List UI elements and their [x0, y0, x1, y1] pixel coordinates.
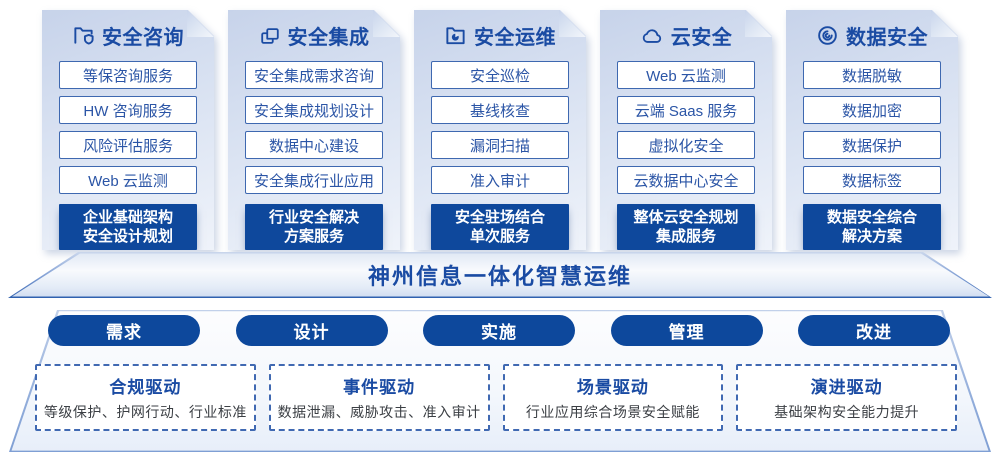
card-header: 数据安全: [786, 22, 958, 49]
service-item: 数据中心建设: [245, 131, 383, 159]
process-pills-row: 需求 设计 实施 管理 改进: [48, 315, 950, 346]
copy-docs-icon: [259, 25, 281, 47]
card-title: 安全运维: [474, 27, 556, 49]
service-item: Web 云监测: [617, 61, 755, 89]
service-item: 风险评估服务: [59, 131, 197, 159]
card-footer: 企业基础架构 安全设计规划: [59, 204, 197, 250]
card-title: 云安全: [670, 27, 733, 49]
pill-design: 设计: [235, 315, 388, 346]
driver-scenario: 场景驱动 行业应用综合场景安全赋能: [502, 364, 724, 431]
pill-implementation: 实施: [423, 315, 575, 346]
card-header: 安全运维: [414, 22, 586, 49]
driver-evolution: 演进驱动 基础架构安全能力提升: [736, 364, 957, 431]
cloud-icon: [640, 25, 664, 47]
driver-title: 演进驱动: [810, 378, 883, 397]
service-item: Web 云监测: [59, 166, 197, 194]
driver-incident: 事件驱动 数据泄漏、威胁攻击、准入审计: [268, 364, 490, 431]
driver-desc: 数据泄漏、威胁攻击、准入审计: [277, 404, 481, 420]
folder-clock-icon: [444, 24, 467, 47]
card-items: 等保咨询服务 HW 咨询服务 风险评估服务 Web 云监测: [42, 61, 214, 194]
service-item: 漏洞扫描: [431, 131, 569, 159]
driver-desc: 行业应用综合场景安全赋能: [525, 404, 700, 420]
card-header: 安全集成: [228, 22, 400, 49]
service-item: 安全集成行业应用: [245, 166, 383, 194]
card-title: 安全集成: [287, 27, 370, 49]
card-items: 安全巡检 基线核查 漏洞扫描 准入审计: [414, 61, 586, 194]
service-item: 云端 Saas 服务: [617, 96, 755, 124]
card-header: 云安全: [600, 22, 772, 49]
banner-title: 神州信息一体化智慧运维: [367, 264, 632, 289]
card-header: 安全咨询: [42, 22, 214, 49]
pill-management: 管理: [610, 315, 763, 346]
service-item: 安全集成规划设计: [245, 96, 383, 124]
driver-desc: 等级保护、护网行动、行业标准: [43, 404, 247, 420]
card-title: 安全咨询: [102, 27, 184, 49]
banner-trapezoid: 神州信息一体化智慧运维: [8, 252, 992, 298]
card-security-operations: 安全运维 安全巡检 基线核查 漏洞扫描 准入审计 安全驻场结合 单次服务: [414, 10, 586, 250]
card-security-integration: 安全集成 安全集成需求咨询 安全集成规划设计 数据中心建设 安全集成行业应用 行…: [228, 10, 400, 250]
card-footer: 整体云安全规划 集成服务: [617, 204, 755, 250]
service-item: 等保咨询服务: [59, 61, 197, 89]
service-item: 准入审计: [431, 166, 569, 194]
service-item: 虚拟化安全: [617, 131, 755, 159]
service-item: HW 咨询服务: [59, 96, 197, 124]
service-item: 数据脱敏: [803, 61, 941, 89]
card-items: Web 云监测 云端 Saas 服务 虚拟化安全 云数据中心安全: [600, 61, 772, 194]
service-item: 安全巡检: [431, 61, 569, 89]
fingerprint-icon: [816, 24, 839, 47]
service-item: 安全集成需求咨询: [245, 61, 383, 89]
driver-compliance: 合规驱动 等级保护、护网行动、行业标准: [35, 364, 256, 431]
driver-desc: 基础架构安全能力提升: [774, 404, 920, 420]
service-item: 基线核查: [431, 96, 569, 124]
card-footer: 安全驻场结合 单次服务: [431, 204, 569, 250]
driver-title: 事件驱动: [343, 378, 416, 397]
pill-requirements: 需求: [48, 315, 200, 346]
folder-shield-icon: [72, 24, 95, 47]
card-cloud-security: 云安全 Web 云监测 云端 Saas 服务 虚拟化安全 云数据中心安全 整体云…: [600, 10, 772, 250]
card-items: 数据脱敏 数据加密 数据保护 数据标签: [786, 61, 958, 194]
service-item: 数据加密: [803, 96, 941, 124]
card-data-security: 数据安全 数据脱敏 数据加密 数据保护 数据标签 数据安全综合 解决方案: [786, 10, 958, 250]
service-item: 云数据中心安全: [617, 166, 755, 194]
service-item: 数据保护: [803, 131, 941, 159]
card-items: 安全集成需求咨询 安全集成规划设计 数据中心建设 安全集成行业应用: [228, 61, 400, 194]
service-item: 数据标签: [803, 166, 941, 194]
drivers-row: 合规驱动 等级保护、护网行动、行业标准 事件驱动 数据泄漏、威胁攻击、准入审计 …: [35, 364, 957, 431]
driver-title: 合规驱动: [109, 378, 182, 397]
card-title: 数据安全: [846, 27, 928, 49]
card-footer: 行业安全解决 方案服务: [245, 204, 383, 250]
pill-improvement: 改进: [798, 315, 950, 346]
driver-title: 场景驱动: [576, 378, 649, 397]
card-footer: 数据安全综合 解决方案: [803, 204, 941, 250]
card-security-consulting: 安全咨询 等保咨询服务 HW 咨询服务 风险评估服务 Web 云监测 企业基础架…: [42, 10, 214, 250]
service-cards-row: 安全咨询 等保咨询服务 HW 咨询服务 风险评估服务 Web 云监测 企业基础架…: [42, 10, 958, 250]
